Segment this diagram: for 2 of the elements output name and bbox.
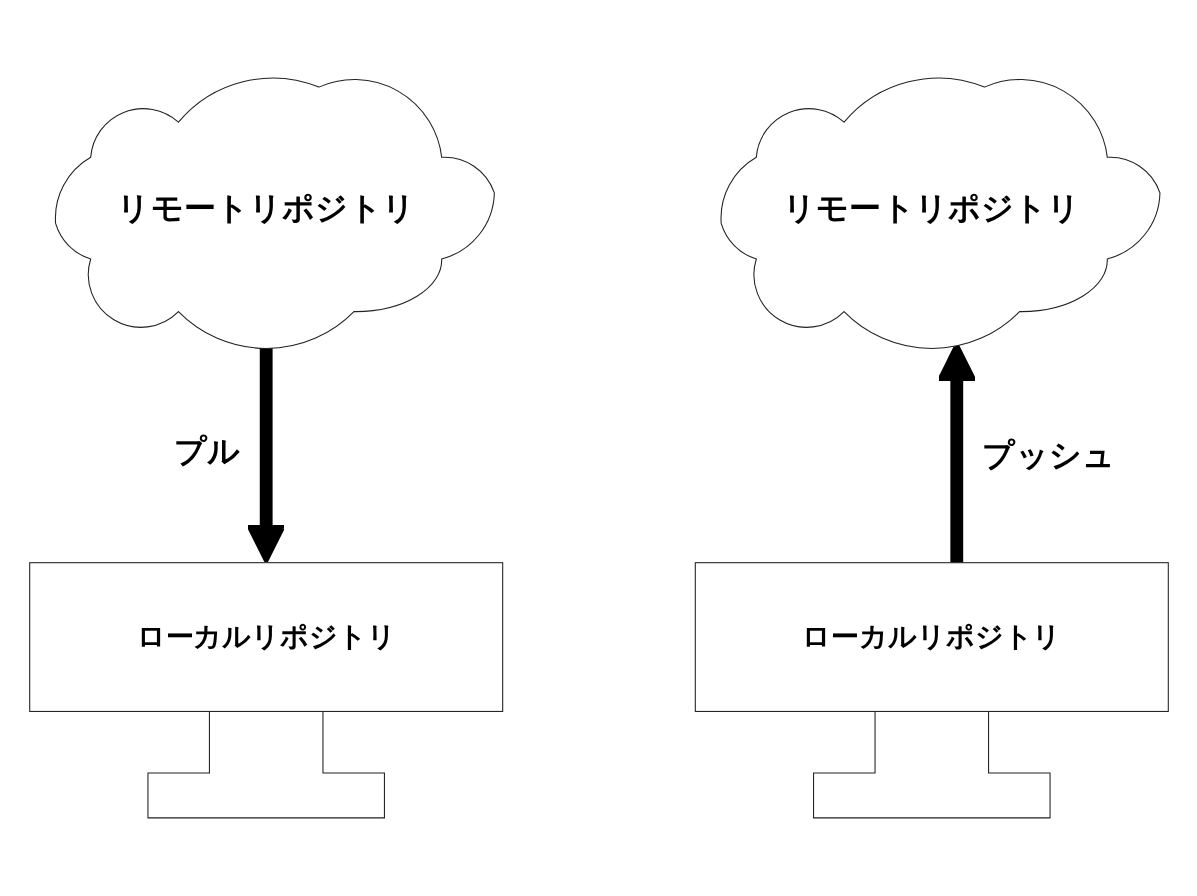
edge-label: プル: [173, 432, 241, 470]
edge-label: プッシュ: [981, 436, 1115, 474]
